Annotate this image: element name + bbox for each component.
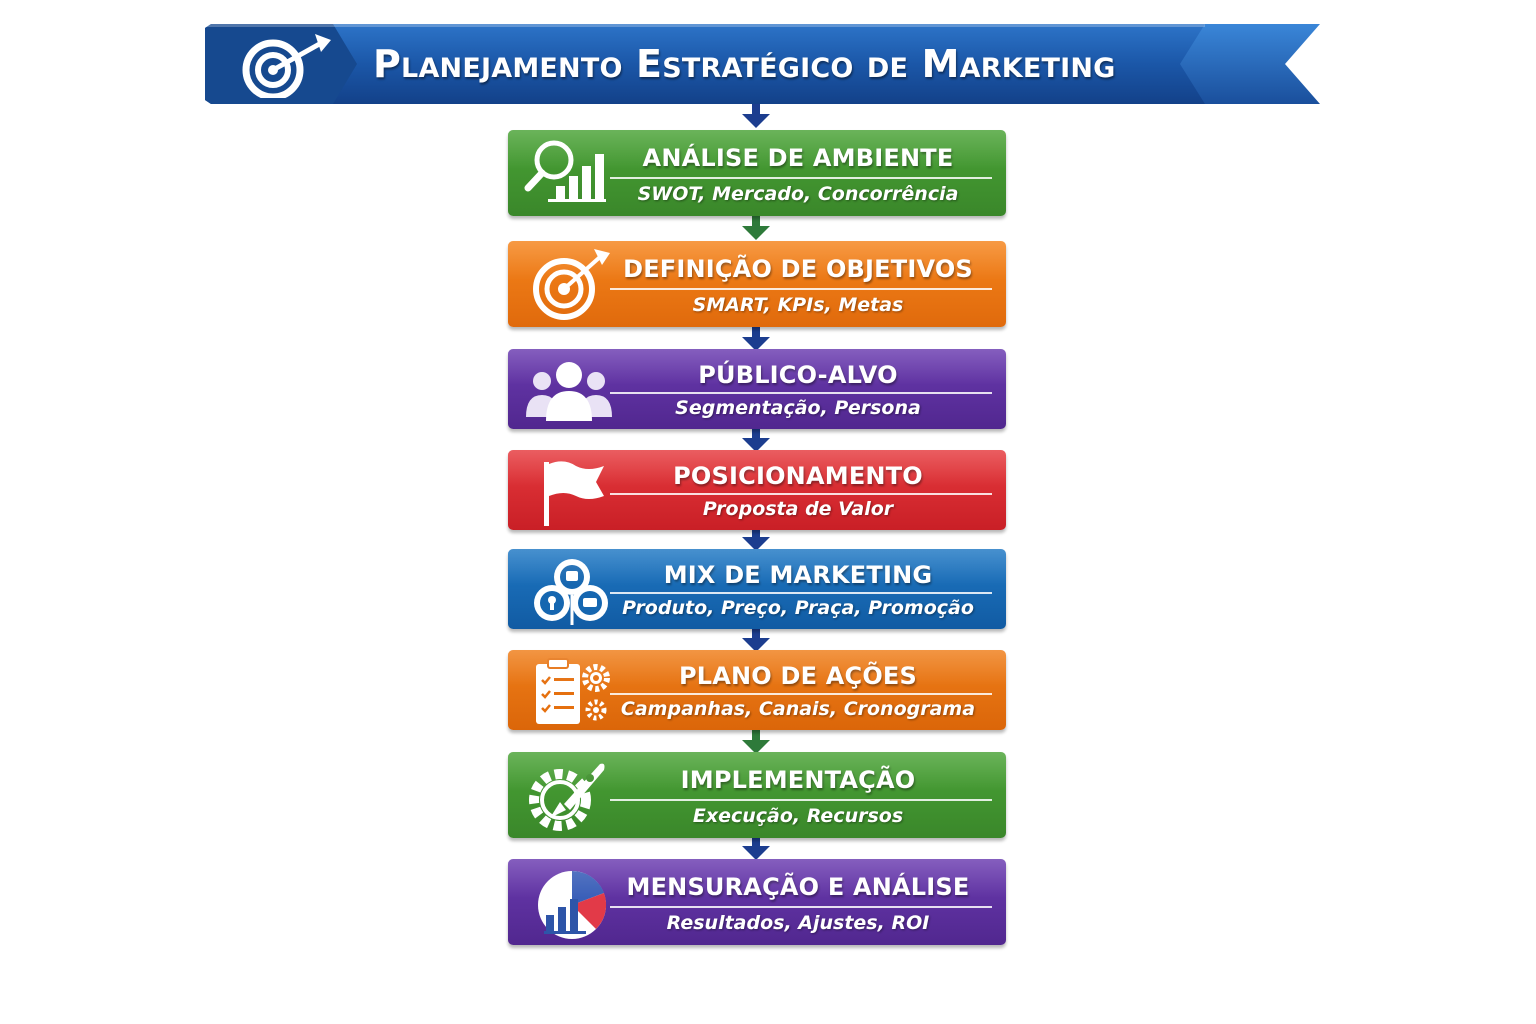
divider (610, 177, 992, 179)
divider (610, 392, 992, 394)
connector-arrow (742, 730, 770, 754)
connector-arrow (742, 327, 770, 351)
step-title: MENSURAÇÃO E ANÁLISE (626, 873, 970, 901)
step-title: PÚBLICO-ALVO (698, 361, 898, 389)
connector-arrow (742, 104, 770, 128)
step-mix-de-marketing: MIX DE MARKETING Produto, Preço, Praça, … (508, 549, 1006, 629)
step-title: MIX DE MARKETING (663, 561, 933, 589)
divider (610, 799, 992, 801)
divider (610, 906, 992, 908)
connector-arrow (742, 216, 770, 240)
target-arrow-icon (533, 249, 610, 320)
step-subtitle: Proposta de Valor (702, 498, 894, 520)
step-posicionamento: POSICIONAMENTO Proposta de Valor (508, 450, 1006, 530)
step-subtitle: Resultados, Ajustes, ROI (666, 912, 930, 934)
step-publico-alvo: PÚBLICO-ALVO Segmentação, Persona (508, 349, 1006, 429)
connector-arrow (742, 836, 770, 860)
step-subtitle: Campanhas, Canais, Cronograma (620, 698, 976, 720)
title-banner: Planejamento Estratégico de Marketing (205, 24, 1320, 104)
pie-bar-chart-icon (538, 870, 607, 939)
step-title: POSICIONAMENTO (673, 462, 923, 490)
page-title: Planejamento Estratégico de Marketing (373, 42, 1116, 86)
flag-icon (544, 461, 604, 526)
step-plano-de-acoes: PLANO DE AÇÕES Campanhas, Canais, Cronog… (508, 650, 1006, 730)
step-title: DEFINIÇÃO DE OBJETIVOS (623, 255, 973, 283)
step-subtitle: Produto, Preço, Praça, Promoção (622, 597, 974, 619)
divider (610, 493, 992, 495)
target-arrow-icon (242, 34, 331, 98)
step-definicao-de-objetivos: DEFINIÇÃO DE OBJETIVOS SMART, KPIs, Meta… (508, 241, 1006, 327)
connector-arrow (742, 628, 770, 652)
step-subtitle: Segmentação, Persona (675, 397, 921, 419)
marketing-mix-icon (534, 559, 608, 625)
magnifier-chart-icon (524, 140, 606, 202)
divider (610, 592, 992, 594)
step-title: ANÁLISE DE AMBIENTE (642, 144, 954, 172)
checklist-gears-icon (536, 658, 610, 724)
step-title: PLANO DE AÇÕES (678, 662, 918, 690)
connector-arrow (742, 428, 770, 452)
connector-arrow (742, 527, 770, 551)
rocket-gear-icon (529, 763, 605, 831)
step-subtitle: SMART, KPIs, Metas (692, 294, 904, 316)
step-subtitle: SWOT, Mercado, Concorrência (637, 183, 959, 205)
step-subtitle: Execução, Recursos (692, 805, 904, 827)
step-implementacao: IMPLEMENTAÇÃO Execução, Recursos (508, 752, 1006, 838)
people-group-icon (526, 362, 612, 421)
step-analise-de-ambiente: ANÁLISE DE AMBIENTE SWOT, Mercado, Conco… (508, 130, 1006, 216)
divider (610, 693, 992, 695)
divider (610, 288, 992, 290)
step-mensuracao-e-analise: MENSURAÇÃO E ANÁLISE Resultados, Ajustes… (508, 859, 1006, 945)
step-title: IMPLEMENTAÇÃO (680, 766, 916, 794)
